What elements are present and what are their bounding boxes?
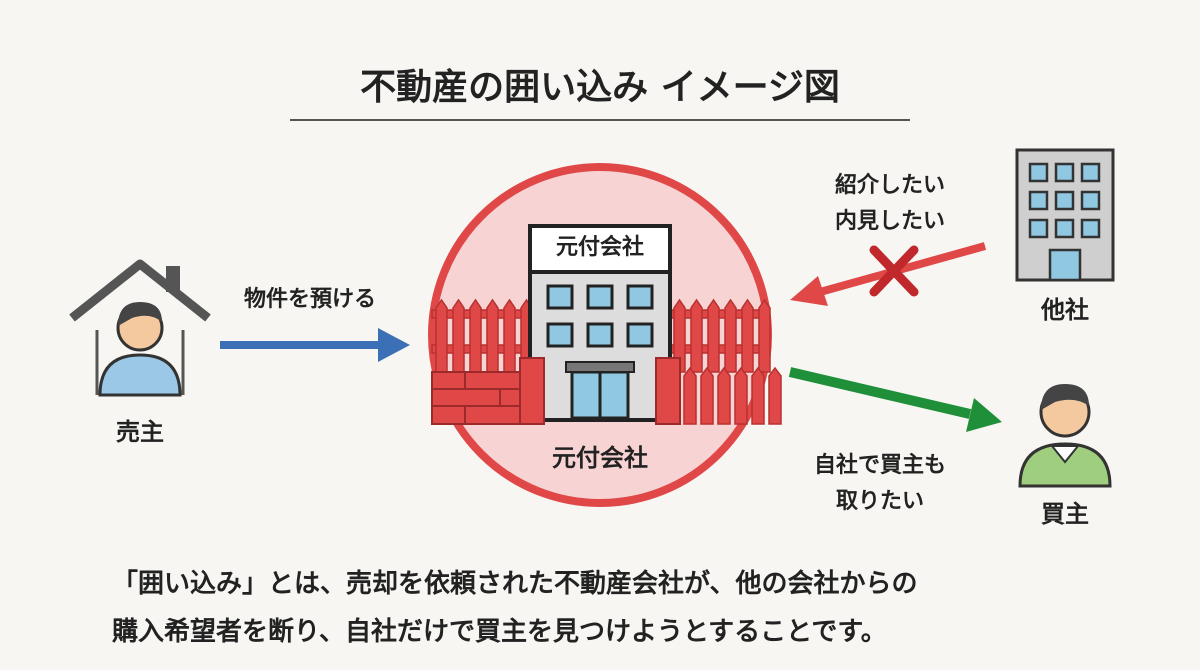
window [1028, 190, 1049, 211]
window [1080, 218, 1101, 239]
fence-picket [734, 366, 748, 425]
window [1054, 218, 1075, 239]
description-line: 購入希望者を断り、自社だけで買主を見つけようとすることです。 [112, 617, 887, 647]
description-line: 「囲い込み」とは、売却を依頼された不動産会社が、他の会社からの [112, 569, 918, 599]
fence-picket [700, 366, 714, 425]
entrust-label: 物件を預ける [243, 287, 376, 312]
wish-line: 紹介したい [834, 173, 945, 198]
fence-picket [469, 298, 482, 373]
brick-wall-icon [431, 357, 681, 425]
fence-picket [707, 298, 720, 373]
agency-label: 元付会社 [552, 444, 648, 472]
wish-line: 内見したい [834, 209, 945, 234]
wish-line: 自社で買主も [813, 453, 946, 478]
title-underline [290, 119, 910, 121]
window [1028, 218, 1049, 239]
other-company-wish: 紹介したい 内見したい [800, 168, 980, 240]
blocked-referral-arrow [790, 242, 987, 306]
description: 「囲い込み」とは、売却を依頼された不動産会社が、他の会社からの 購入希望者を断り… [112, 560, 917, 656]
fence-picket [768, 366, 782, 425]
fence-picket [690, 298, 703, 373]
entrust-arrow [220, 328, 410, 362]
fence-picket [683, 366, 697, 425]
wish-line: 取りたい [835, 489, 924, 514]
window [1080, 162, 1101, 183]
seller-label: 売主 [116, 418, 164, 446]
fence-picket [452, 298, 465, 373]
buyer-label: 買主 [1041, 500, 1089, 528]
agency-sign: 元付会社 [555, 235, 644, 260]
fence-picket [751, 366, 765, 425]
agency-building-icon [528, 224, 672, 422]
seller-house-icon [69, 259, 211, 397]
agency-wish: 自社で買主も 取りたい [790, 448, 970, 520]
window [1028, 162, 1049, 183]
fence-picket [724, 298, 737, 373]
other-company-building-icon [1015, 148, 1115, 282]
blocked-x-icon [869, 245, 919, 297]
fence-picket [486, 298, 499, 373]
diagram-title: 不動産の囲い込み イメージ図 [360, 67, 840, 108]
fence-picket [758, 298, 771, 373]
window [1054, 162, 1075, 183]
buyer-person-icon [1018, 384, 1112, 488]
other-company-label: 他社 [1041, 296, 1089, 324]
fence-picket [435, 298, 448, 373]
window [1080, 190, 1101, 211]
window [1054, 190, 1075, 211]
fence-picket [717, 366, 731, 425]
own-buyer-arrow [788, 367, 1002, 432]
fence-picket [741, 298, 754, 373]
fence-picket [503, 298, 516, 373]
